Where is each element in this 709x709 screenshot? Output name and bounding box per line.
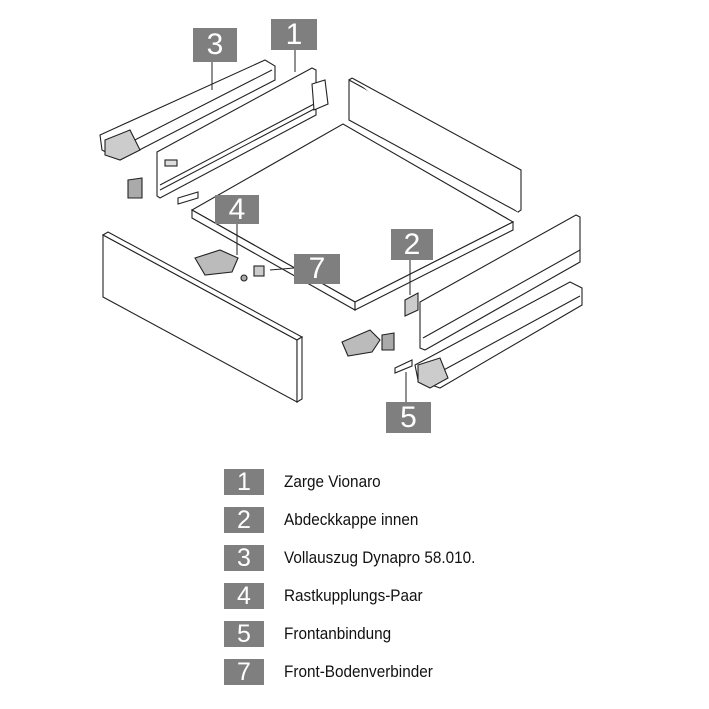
cap-left xyxy=(177,191,199,205)
legend-number: 1 xyxy=(224,469,264,495)
legend-number: 5 xyxy=(224,621,264,647)
legend-number: 7 xyxy=(224,659,264,685)
legend-label: Zarge Vionaro xyxy=(284,472,381,491)
left-runner xyxy=(99,59,276,161)
right-side-wall xyxy=(419,214,581,351)
front-bottom-connector xyxy=(253,265,265,277)
legend-number: 3 xyxy=(224,545,264,571)
coupling-right xyxy=(341,329,381,357)
callout-4: 4 xyxy=(215,195,259,225)
legend-label: Abdeckkappe innen xyxy=(284,510,419,529)
coupling-left xyxy=(194,249,239,276)
callout-5: 5 xyxy=(386,402,431,434)
legend-label: Front-Bodenverbinder xyxy=(284,662,433,681)
legend-label: Rastkupplungs-Paar xyxy=(284,586,423,605)
callout-3: 3 xyxy=(193,28,237,62)
front-fitting-left xyxy=(127,177,143,199)
callout-2: 2 xyxy=(391,229,433,261)
front-connector xyxy=(394,359,413,374)
cap-right xyxy=(404,292,419,317)
callout-1: 1 xyxy=(271,19,317,51)
callout-7: 7 xyxy=(294,254,340,284)
legend-label: Vollauszug Dynapro 58.010. xyxy=(284,548,476,567)
right-runner xyxy=(414,281,583,389)
legend-label: Frontanbindung xyxy=(284,624,392,643)
legend-number: 2 xyxy=(224,507,264,533)
legend-number: 4 xyxy=(224,583,264,609)
front-fitting-right xyxy=(381,332,395,351)
left-side-wall xyxy=(156,67,329,199)
drawer-exploded-diagram xyxy=(99,50,583,403)
